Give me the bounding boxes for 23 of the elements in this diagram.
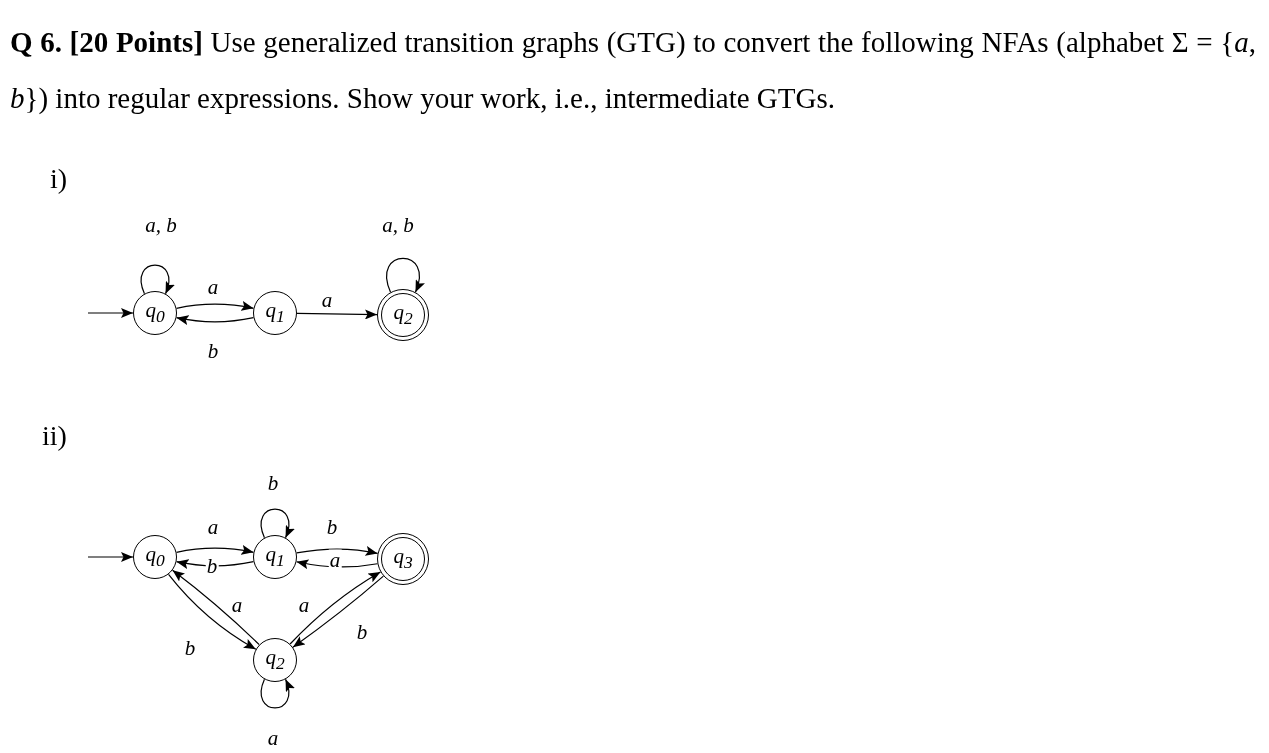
question-text: Q 6. [20 Points] Use generalized transition graphs (GTG) to convert the following NFAs (alphabet Σ = {a, b}) into regular expressions. Show your work, i.e., intermediate GTGs. (10, 25, 1256, 116)
part-label: i) (50, 163, 68, 195)
start-arrow (87, 552, 134, 562)
self-loop-arrow (260, 508, 295, 539)
transition-arrow (295, 559, 379, 569)
self-loop-arrow (260, 678, 295, 709)
self-loop-arrow (386, 257, 424, 293)
state-circle: q$_{0}$ (133, 291, 177, 335)
start-arrow (87, 308, 134, 318)
state-circle: q$_{1}$ (253, 291, 297, 335)
accepting-state-circle: q$_{2}$ (377, 289, 429, 341)
self-loop-arrow (140, 264, 175, 295)
transition-arrow (296, 546, 379, 556)
state-circle: q$_{1}$ (253, 535, 297, 579)
part-label: ii) (42, 420, 67, 452)
transition-arrow (175, 301, 255, 311)
transition-arrow (296, 309, 378, 320)
state-circle: q$_{0}$ (133, 535, 177, 579)
accepting-state-circle: q$_{3}$ (377, 533, 429, 585)
state-circle: q$_{2}$ (253, 638, 297, 682)
transition-arrow (175, 545, 255, 555)
transition-arrow (175, 559, 255, 569)
transition-arrow (175, 315, 255, 325)
